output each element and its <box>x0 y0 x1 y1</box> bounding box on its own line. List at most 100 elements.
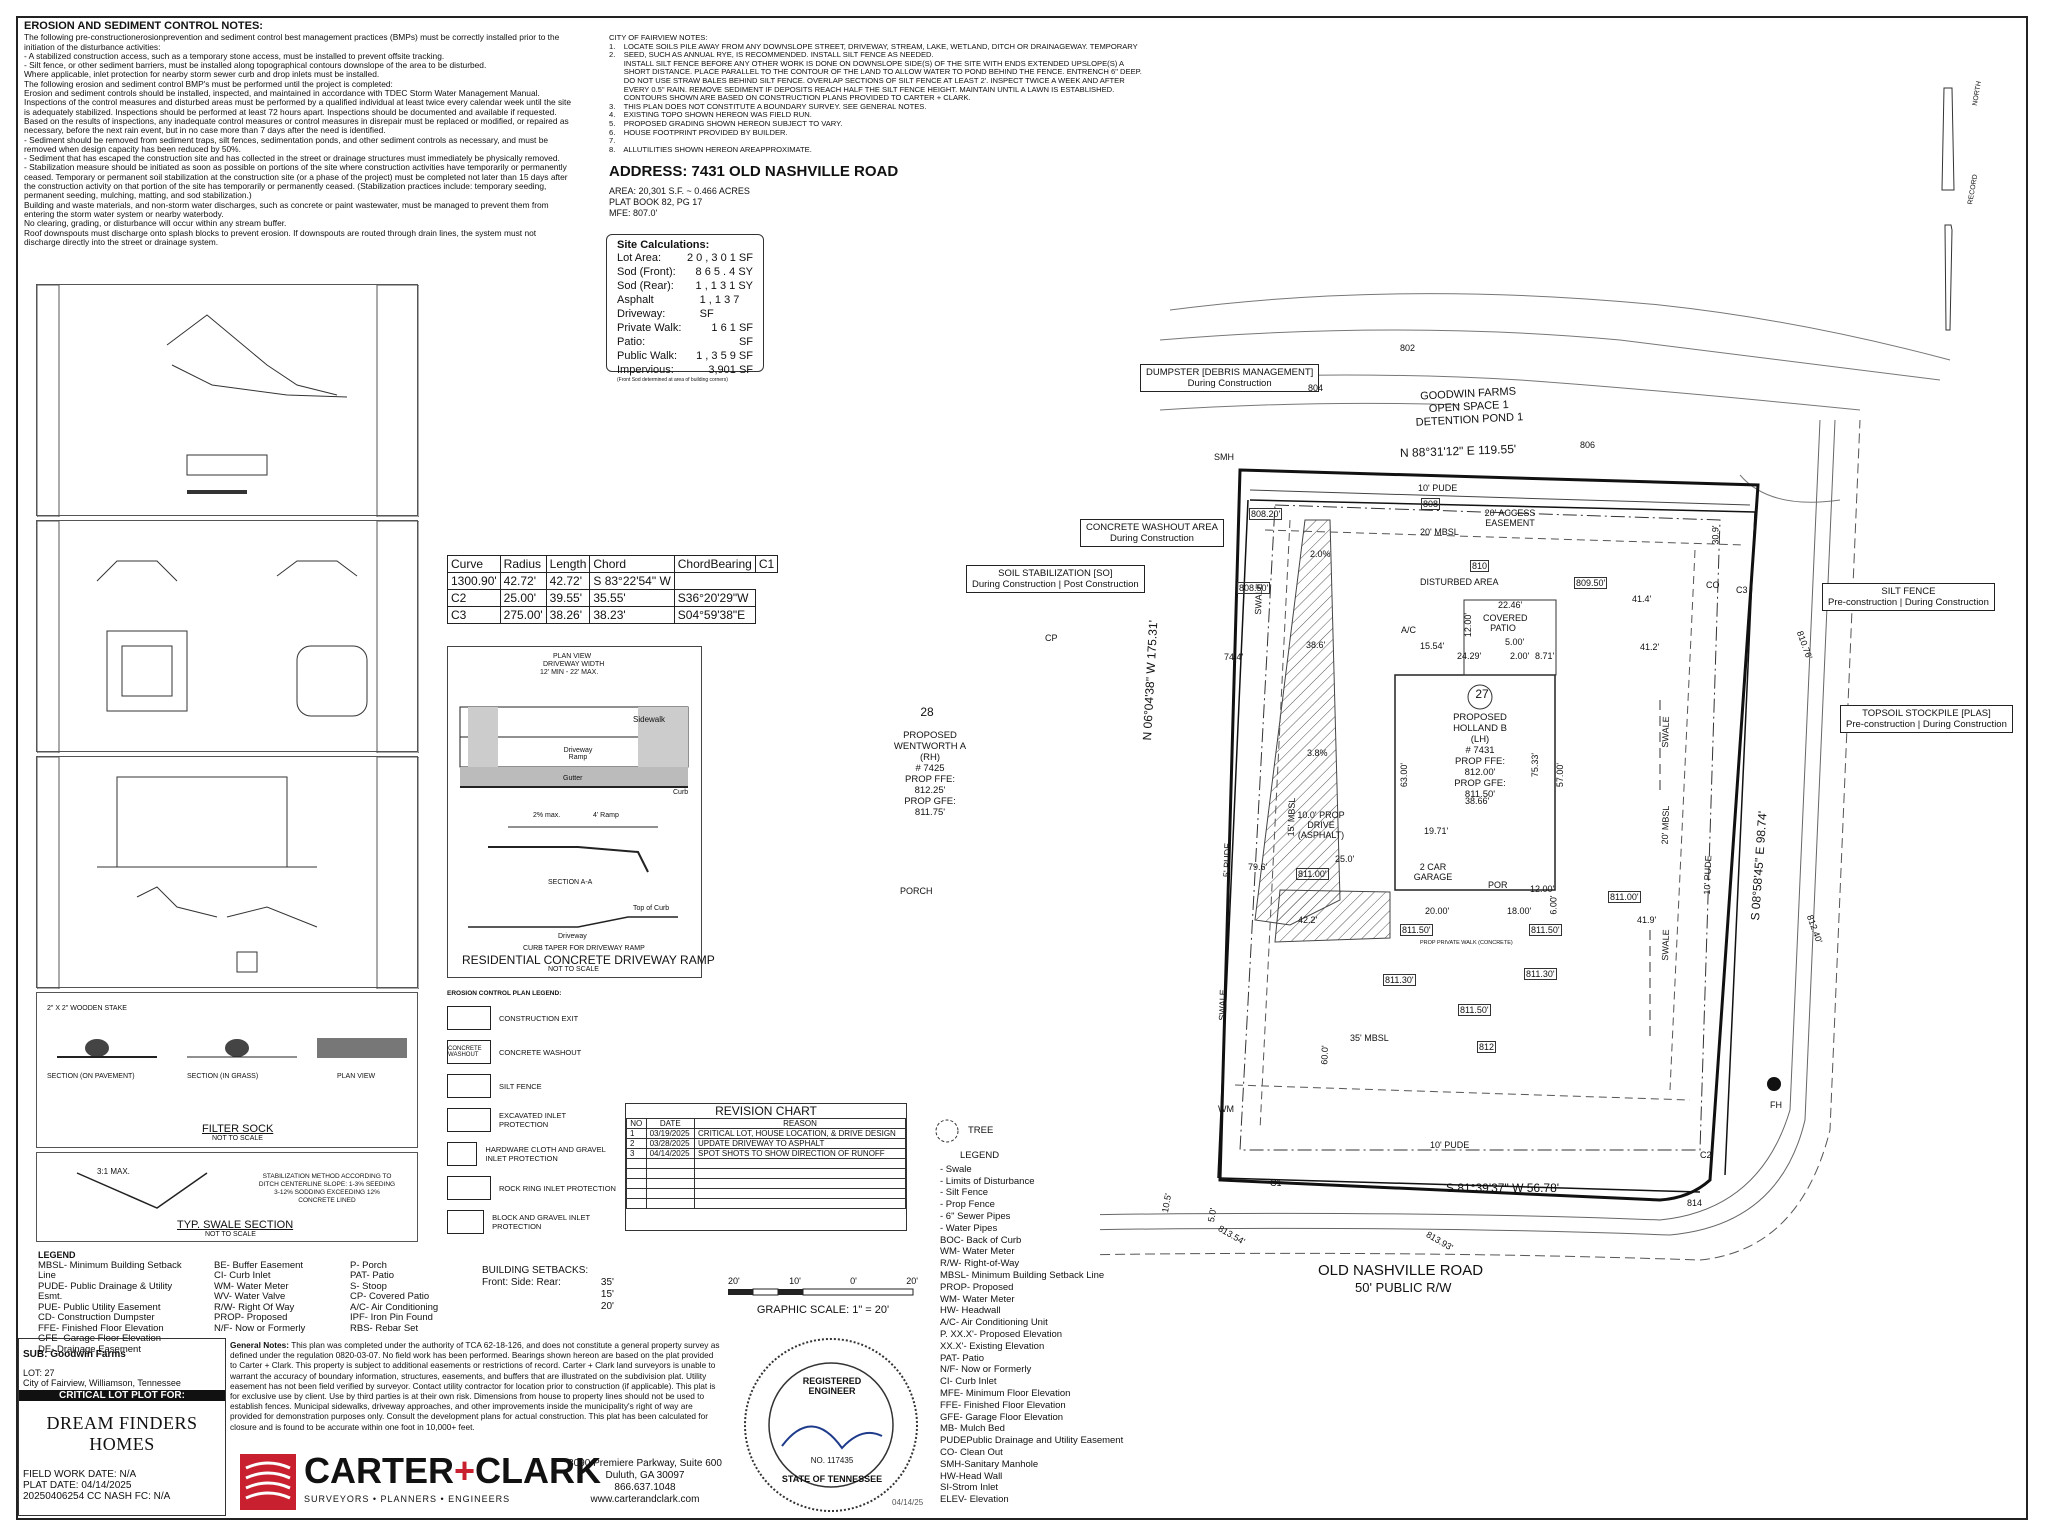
c2-label: C2 <box>1700 1150 1712 1160</box>
company-addr2: Duluth, GA 30097 <box>605 1470 685 1481</box>
site-calculations: Site Calculations: Lot Area:2 0 , 3 0 1 … <box>606 234 764 383</box>
right-legend-entry: WM- Water Meter <box>940 1293 1015 1305</box>
building-setbacks: BUILDING SETBACKS: Front: Side: Rear: 35… <box>482 1265 614 1313</box>
ec-legend-label: CONSTRUCTION EXIT <box>499 1013 579 1023</box>
ec-legend-item: ROCK RING INLET PROTECTION <box>447 1171 617 1205</box>
site-calc-value: 2 0 , 3 0 1 SF <box>686 252 753 264</box>
seal-date: 04/14/25 <box>892 1498 924 1507</box>
concrete-washout-drawing <box>36 520 420 754</box>
bottom-legend-title: LEGEND <box>38 1250 76 1260</box>
site-calc-key: Sod (Rear): <box>617 280 674 292</box>
pude-side: 10' PUDE <box>1701 855 1714 895</box>
dim-8-71: 8.71' <box>1535 651 1555 661</box>
curve-header-cell: Radius <box>499 555 547 573</box>
dim-19-71: 19.71' <box>1424 826 1449 836</box>
callout-soil-title: SOIL STABILIZATION [SO] <box>998 568 1113 579</box>
elev-811-30-b: 811.30' <box>1524 968 1557 980</box>
dim-57-00: 57.00' <box>1555 762 1566 788</box>
dim-12-00: 12.00' <box>1463 612 1474 638</box>
callout-topsoil-title: TOPSOIL STOCKPILE [PLAS] <box>1862 708 1991 719</box>
bottom-legend-entry: BE- Buffer Easement <box>214 1259 304 1271</box>
erosion-note-line: - A stabilized construction access, such… <box>24 50 445 61</box>
revision-row <box>626 1178 906 1189</box>
general-notes: General Notes: This plan was completed u… <box>230 1340 720 1432</box>
swale-nts: NOT TO SCALE <box>205 1231 256 1238</box>
swale-drawing <box>76 1172 208 1209</box>
bottom-legend-entry: WM- Water Meter <box>214 1280 289 1292</box>
revision-row <box>626 1188 906 1199</box>
bottom-legend-entry: PROP- Proposed <box>214 1312 288 1323</box>
ec-legend-label: HARDWARE CLOTH AND GRAVEL INLET PROTECTI… <box>485 1145 606 1163</box>
site-calc-key: Patio: <box>617 336 646 348</box>
city-note-line: 3. THIS PLAN DOES NOT CONSTITUTE A BOUND… <box>609 101 927 111</box>
curve-row: 1300.90'42.72'42.72'S 83°22'54" W <box>447 572 778 590</box>
pude-west: 5' PUDE <box>1221 842 1233 878</box>
bottom-legend-entry: N/F- Now or Formerly <box>214 1322 306 1334</box>
bottom-legend-entry: PUE- Public Utility Easement <box>38 1301 161 1313</box>
curve-cell: 275.00' <box>499 606 547 624</box>
erosion-note-line: Based on the results of inspections, any… <box>24 115 569 126</box>
revision-cell <box>694 1198 906 1209</box>
porch-label: POR <box>1488 880 1508 890</box>
site-calc-key: Public Walk: <box>617 350 678 362</box>
filter-sock-drawing <box>57 1038 407 1058</box>
erosion-control-legend: EROSION CONTROL PLAN LEGEND: CONSTRUCTIO… <box>447 990 617 1239</box>
elev-811-50-b: 811.50' <box>1529 924 1562 936</box>
revision-title: REVISION CHART <box>715 1104 817 1118</box>
city-note-line: 6. HOUSE FOOTPRINT PROVIDED BY BUILDER. <box>609 127 788 137</box>
dim-20-00: 20.00' <box>1425 906 1450 916</box>
contour-808: 808 <box>1421 498 1441 510</box>
ec-legend-item: EXCAVATED INLET PROTECTION <box>447 1103 617 1137</box>
elev-811-30-a: 811.30' <box>1383 974 1416 986</box>
site-calc-value: 3,901 SF <box>708 364 753 376</box>
setback-front: 35' <box>600 1277 614 1288</box>
road-name: OLD NASHVILLE ROAD <box>1318 1262 1484 1279</box>
erosion-note-line: permanent seeding, mulching, matting, an… <box>24 190 252 201</box>
revision-header-cell: DATE <box>645 1118 696 1129</box>
ec-legend-item: HARDWARE CLOTH AND GRAVEL INLET PROTECTI… <box>447 1137 617 1171</box>
right-legend-entry: R/W- Right-of-Way <box>940 1258 1020 1270</box>
dim-41-4: 41.4' <box>1632 594 1652 604</box>
company-phone: 866.637.1048 <box>614 1482 676 1493</box>
ec-legend-symbol <box>447 1176 491 1200</box>
erosion-notes: EROSION AND SEDIMENT CONTROL NOTES: The … <box>24 20 594 247</box>
dim-12-00-b: 12.00' <box>1530 884 1555 894</box>
fire-hydrant-icon <box>1767 1077 1781 1091</box>
ec-legend-symbol <box>447 1210 485 1234</box>
erosion-note-line: Erosion and sediment controls should be … <box>24 88 540 99</box>
graphic-scale-bar <box>728 1288 914 1296</box>
revision-cell: 03/19/2025 <box>645 1128 696 1139</box>
erosion-note-line: - Sediment that has escaped the construc… <box>24 153 560 164</box>
callout-soil-sub: During Construction | Post Construction <box>972 579 1139 590</box>
co-label: CO <box>1706 580 1720 590</box>
company-plus: + <box>454 1450 476 1491</box>
bottom-legend-entry: DE- Drainage Easement <box>38 1343 141 1355</box>
site-calc-value: 1 6 1 SF <box>711 322 753 334</box>
swale-label-2: SWALE <box>1660 716 1672 748</box>
dim-38-6: 38.6' <box>1306 640 1326 650</box>
revision-row <box>626 1158 906 1169</box>
right-legend-entry: CI- Curb Inlet <box>940 1376 997 1388</box>
ramp-gutter: Gutter <box>563 775 583 782</box>
seal-graphic <box>744 1338 918 1512</box>
site-calc-row: Public Walk:1 , 3 5 9 SF <box>617 349 753 363</box>
slope-2pct: 2.0% <box>1310 549 1331 559</box>
curve-cell: S04°59'38"E <box>673 606 756 624</box>
access-easement: 20' ACCESS EASEMENT <box>1484 508 1536 528</box>
disturbed-area: DISTURBED AREA <box>1420 577 1499 587</box>
erosion-note-line: entering the storm water system or nearb… <box>24 208 224 219</box>
site-calc-row: Sod (Rear):1 , 1 3 1 SY <box>617 279 753 293</box>
detail-filter-sock: 2" X 2" WOODEN STAKE SECTION (ON PAVEMEN… <box>36 992 418 1148</box>
curve-cell: 1300.90' <box>447 572 501 590</box>
swale-title: TYP. SWALE SECTION <box>177 1219 294 1231</box>
ramp-taper: CURB TAPER FOR DRIVEWAY RAMP <box>523 945 645 952</box>
callout-topsoil-sub: Pre-construction | During Construction <box>1846 719 2007 730</box>
elev-808-20: 808.20' <box>1249 508 1283 520</box>
curve-cell: 39.55' <box>545 589 591 607</box>
site-plan <box>1100 87 1955 1261</box>
callout-silt-sub: Pre-construction | During Construction <box>1828 597 1989 608</box>
dim-41-9: 41.9' <box>1637 915 1657 925</box>
detail-concrete-washout <box>36 520 420 754</box>
